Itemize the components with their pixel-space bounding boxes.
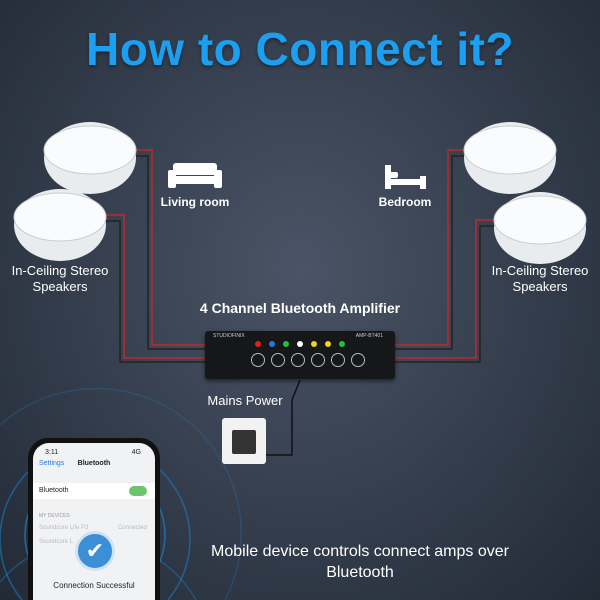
back-button[interactable]: Settings — [39, 460, 65, 467]
power-plug-icon — [232, 430, 256, 454]
indicator-led — [255, 341, 261, 347]
indicator-led — [283, 341, 289, 347]
sofa-icon — [168, 163, 222, 188]
status-time: 3:11 — [45, 449, 59, 456]
speaker-left-2 — [13, 189, 107, 261]
status-signal: 4G — [131, 449, 141, 456]
speaker-right-1 — [463, 122, 557, 194]
wall-socket — [222, 418, 266, 464]
bluetooth-toggle[interactable] — [129, 486, 147, 496]
my-devices-header: MY DEVICES — [39, 513, 70, 519]
living-room-label: Living room — [160, 195, 230, 209]
indicator-led — [297, 341, 303, 347]
mode-button[interactable] — [271, 353, 285, 367]
speaker-wires — [105, 149, 495, 456]
amplifier-brand: STUDIOFINIX — [213, 333, 245, 339]
indicator-led — [269, 341, 275, 347]
device-1[interactable]: Soundcore Life P3 — [39, 525, 89, 531]
play-pause-button[interactable] — [251, 353, 265, 367]
page-title: How to Connect it? — [85, 23, 515, 75]
indicator-led — [339, 341, 345, 347]
amplifier: STUDIOFINIX AMP-BT401 — [205, 331, 395, 379]
speaker-right-2 — [493, 192, 587, 264]
mains-power-label: Mains Power — [207, 393, 283, 408]
connection-success-text: Connection Successful — [53, 581, 135, 590]
amplifier-title: 4 Channel Bluetooth Amplifier — [199, 300, 401, 316]
previous-button[interactable] — [331, 353, 345, 367]
volume-down-button[interactable] — [311, 353, 325, 367]
indicator-led — [325, 341, 331, 347]
device-1-status: Connected — [117, 525, 147, 531]
left-speakers-label: In-Ceiling Stereo Speakers — [11, 263, 109, 294]
amplifier-model: AMP-BT401 — [355, 333, 383, 339]
screen-title: Bluetooth — [77, 460, 111, 467]
bed-icon — [385, 165, 426, 189]
bedroom-label: Bedroom — [378, 195, 432, 209]
caption: Mobile device controls connect amps over… — [211, 543, 509, 581]
bluetooth-label: Bluetooth — [39, 487, 69, 494]
right-speakers-label: In-Ceiling Stereo Speakers — [491, 263, 589, 294]
phone: 3:11 4G Settings Bluetooth Bluetooth MY … — [28, 438, 160, 600]
volume-up-button[interactable] — [291, 353, 305, 367]
checkmark-icon: ✔ — [75, 531, 115, 571]
device-2[interactable]: Soundcore L — [39, 539, 74, 545]
phone-screen: 3:11 4G Settings Bluetooth Bluetooth MY … — [33, 443, 155, 600]
indicator-led — [311, 341, 317, 347]
speaker-left-1 — [43, 122, 137, 194]
next-button[interactable] — [351, 353, 365, 367]
